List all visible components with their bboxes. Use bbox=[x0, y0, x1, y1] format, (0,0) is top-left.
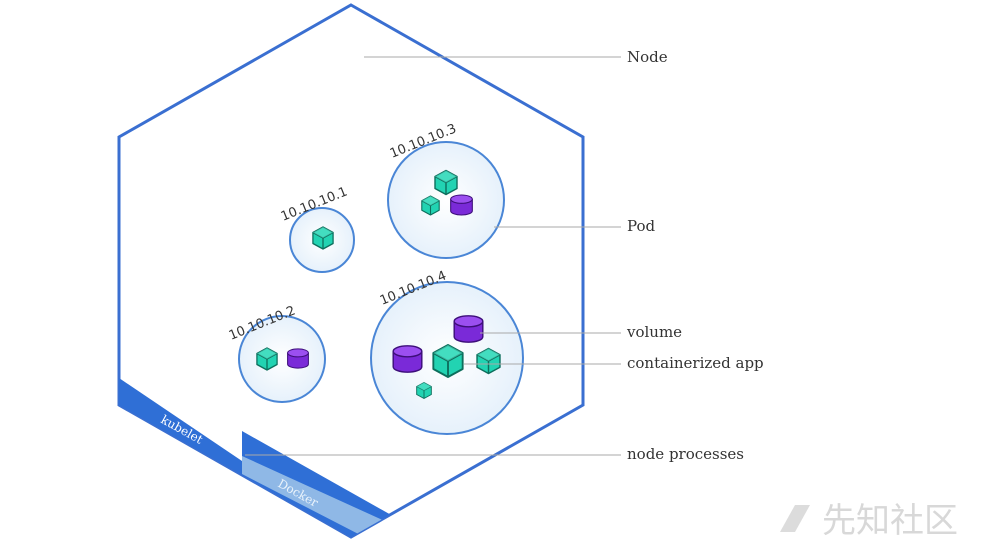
volume-callout: volume bbox=[626, 323, 682, 341]
volume-cylinder-icon bbox=[453, 315, 484, 343]
container-cube-icon bbox=[421, 195, 440, 216]
containerized-app-callout: containerized app bbox=[627, 354, 764, 372]
node-process-bands bbox=[119, 378, 400, 537]
node-callout: Node bbox=[627, 48, 668, 66]
container-cube-icon bbox=[312, 226, 334, 250]
node-processes-callout: node processes bbox=[627, 445, 744, 463]
pod-circle-3 bbox=[387, 141, 505, 259]
watermark-text: 先知社区 bbox=[822, 501, 958, 541]
node-hexagon bbox=[117, 3, 585, 539]
docker-band bbox=[242, 456, 400, 537]
watermark: 先知社区 bbox=[780, 501, 958, 541]
pod-circle-2 bbox=[238, 315, 326, 403]
container-cube-icon bbox=[476, 347, 501, 375]
container-cube-icon bbox=[256, 347, 278, 371]
pod-callout: Pod bbox=[627, 217, 656, 235]
volume-cylinder-icon bbox=[392, 344, 423, 374]
container-cube-icon bbox=[432, 344, 464, 378]
volume-cylinder-icon bbox=[287, 348, 309, 369]
watermark-logo-icon bbox=[780, 505, 810, 532]
container-cube-icon bbox=[416, 381, 432, 400]
container-cube-icon bbox=[434, 169, 458, 196]
volume-cylinder-icon bbox=[450, 194, 473, 216]
